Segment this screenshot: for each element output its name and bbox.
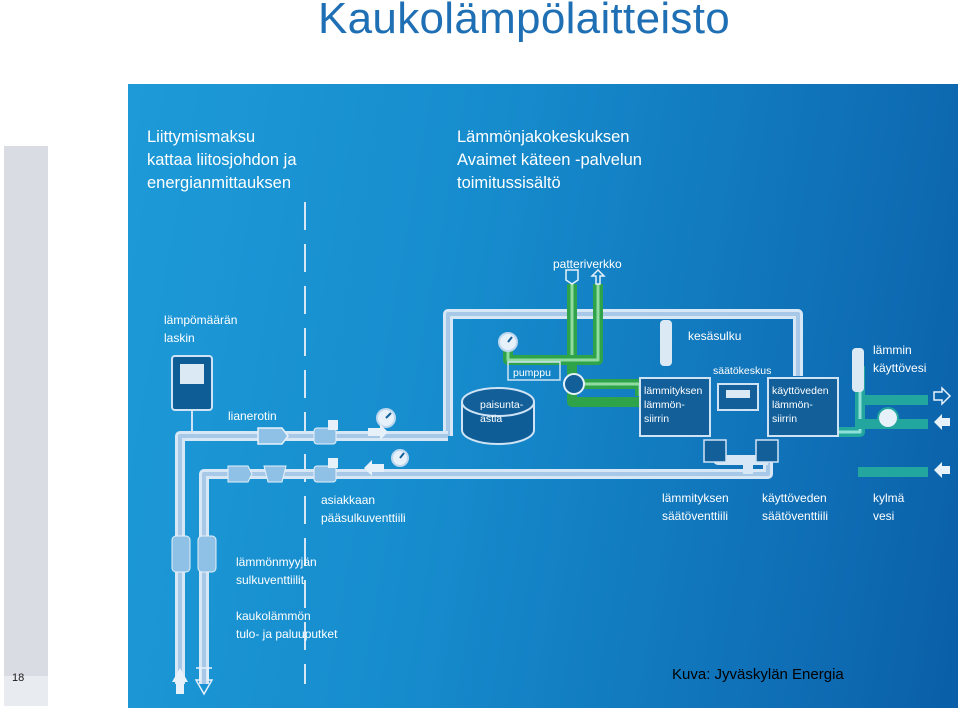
control-center-box	[717, 383, 759, 411]
label-kayttoveden-saatoventtiili: käyttöveden säätöventtiili	[762, 491, 830, 523]
label-lianerotin: lianerotin	[228, 409, 277, 423]
dhw-control-valve-actuator	[755, 439, 779, 463]
radiator-supply-arrow-icon	[590, 268, 606, 285]
pump-icon	[563, 373, 585, 395]
heat-meter-display	[180, 364, 204, 384]
cold-water-in-arrow-icon	[934, 462, 950, 478]
heading-left: Liittymismaksu kattaa liitosjohdon ja en…	[147, 128, 301, 192]
page-number: 18	[12, 672, 25, 684]
heating-heat-exchanger	[639, 377, 711, 437]
label-saatokeskus: säätökeskus	[713, 365, 771, 377]
heating-return-pipe	[503, 284, 603, 365]
strainer-icon	[257, 427, 289, 445]
radiator-return-arrow-icon	[565, 269, 579, 285]
return-out-arrow-icon	[194, 667, 214, 696]
main-valve-return-icon	[313, 465, 337, 483]
hot-water-valve-icon	[852, 348, 864, 392]
page-title: Kaukolämpölaitteisto	[318, 0, 731, 43]
label-asiakkaan-paasulkuventtiili: asiakkaan pääsulkuventtiili	[321, 493, 406, 525]
side-bar-shade	[4, 146, 48, 676]
summer-shutoff-valve-icon	[660, 320, 672, 366]
flow-arrow-icon	[368, 424, 388, 440]
label-lammityksen-saatoventtiili: lämmityksen säätöventtiili	[662, 491, 732, 523]
label-kayttoveden-siirrin: käyttöveden lämmön- siirrin	[772, 385, 832, 425]
diagram-svg: Liittymismaksu kattaa liitosjohdon ja en…	[147, 128, 952, 696]
label-lammonmyyjan-sulkuventtiilit: lämmönmyyjän sulkuventtiilit	[236, 555, 320, 587]
circulation-pump-icon	[877, 407, 899, 429]
heading-right: Lämmönjakokeskuksen Avaimet käteen -palv…	[457, 128, 647, 192]
hot-water-out-arrow-icon	[933, 386, 952, 406]
dhw-heat-exchanger	[767, 377, 839, 437]
expansion-tank-icon	[461, 387, 535, 417]
label-lammityksen-siirrin: lämmityksen lämmön- siirrin	[644, 385, 705, 425]
district-heating-diagram: Liittymismaksu kattaa liitosjohdon ja en…	[128, 84, 958, 708]
heating-control-valve-actuator	[703, 439, 727, 463]
seller-valve-supply-icon	[171, 535, 191, 573]
circulation-in-arrow-icon	[934, 414, 950, 430]
return-flow-arrow-icon	[364, 460, 384, 476]
label-kesasulku: kesäsulku	[688, 329, 741, 343]
return-strainer-icon	[227, 465, 253, 483]
side-bar	[4, 146, 48, 706]
supply-in-arrow-icon	[172, 668, 188, 694]
label-pumppu: pumppu	[513, 367, 551, 379]
seller-valve-return-icon	[197, 535, 217, 573]
label-lampomaaran-laskin: lämpömäärän laskin	[164, 313, 241, 345]
label-kylma-vesi: kylmä vesi	[873, 491, 908, 523]
image-caption: Kuva: Jyväskylän Energia	[672, 666, 844, 683]
main-valve-supply-icon	[313, 427, 337, 445]
label-kaukolammon-putket: kaukolämmön tulo- ja paluuputket	[236, 609, 338, 641]
label-patteriverkko: patteriverkko	[553, 257, 622, 271]
label-lammin-kayttovesi: lämmin käyttövesi	[873, 343, 926, 375]
label-paisunta-astia: paisunta- astia	[480, 399, 526, 425]
